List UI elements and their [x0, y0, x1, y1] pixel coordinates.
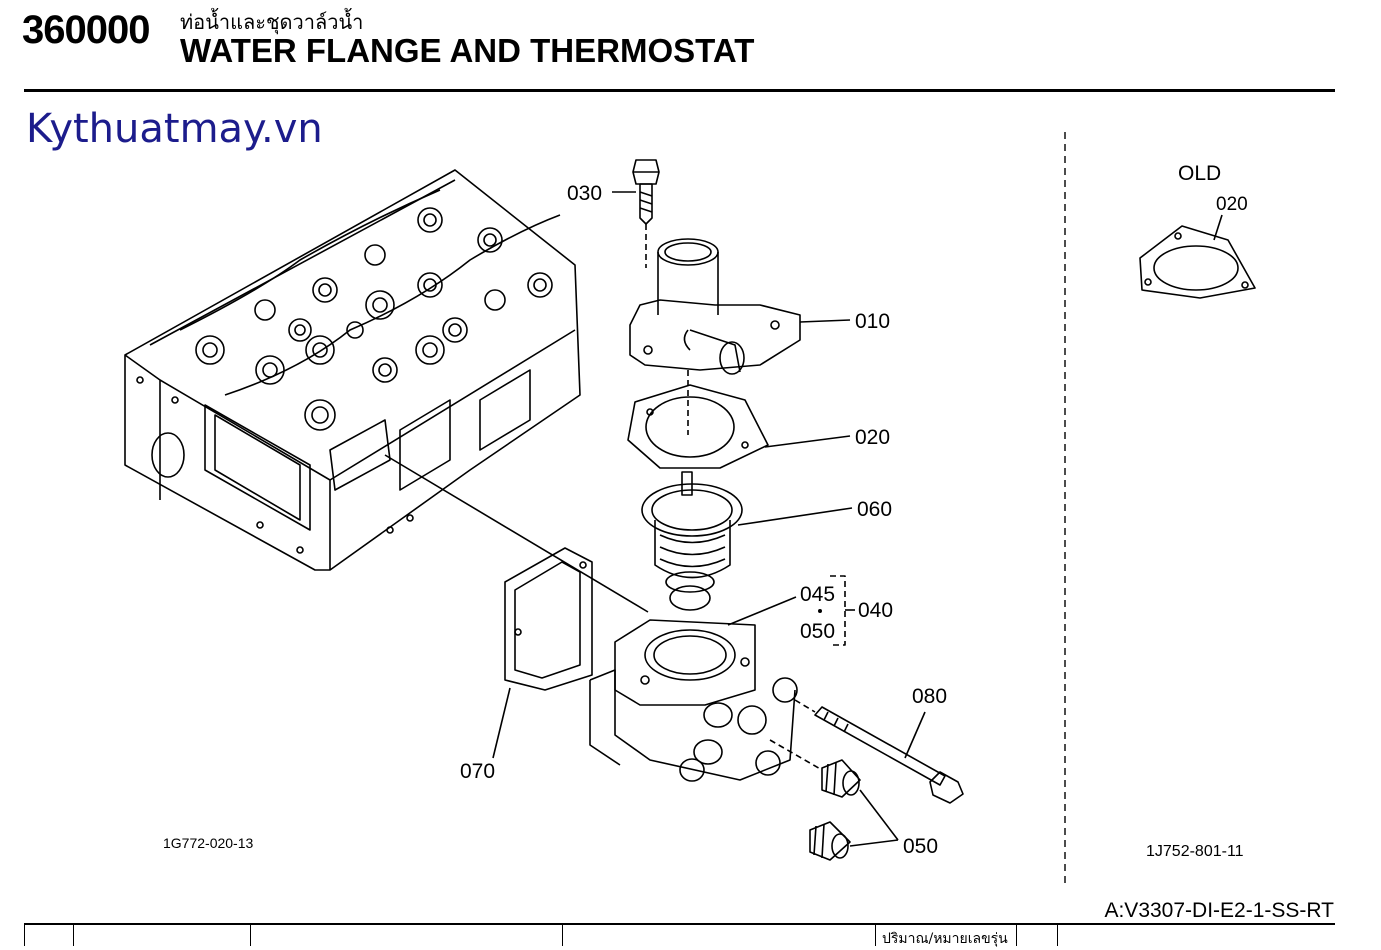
bolt-080 [794, 699, 964, 804]
old-figure-ref: 1J752-801-11 [1146, 843, 1244, 860]
table-col-line [24, 923, 25, 946]
old-section-label: OLD [1178, 162, 1221, 185]
watermark: Kythuatmay.vn [26, 106, 323, 152]
callout-070: 070 [460, 760, 495, 783]
model-code: A:V3307-DI-E2-1-SS-RT [1104, 899, 1334, 922]
gasket-070 [504, 547, 593, 691]
page-title: WATER FLANGE AND THERMOSTAT [180, 32, 755, 69]
table-col-line [73, 923, 74, 946]
callout-060: 060 [857, 498, 892, 521]
plug-050-upper [769, 739, 861, 798]
table-top-rule [24, 923, 1335, 925]
alignment-line [384, 454, 649, 613]
bolt-030 [632, 159, 660, 268]
callout-010: 010 [855, 310, 890, 333]
gasket-020 [627, 384, 769, 469]
main-figure-ref: 1G772-020-13 [163, 835, 254, 851]
qty-column-header: ปริมาณ/หมายเลขรุ่น [882, 931, 1008, 947]
table-col-line [875, 923, 876, 946]
thai-title: ท่อน้ำและชุดวาล์วน้ำ [180, 10, 364, 34]
callout-020: 020 [855, 426, 890, 449]
table-col-line [562, 923, 563, 946]
callout-old-020: 020 [1216, 194, 1248, 215]
header-rule [24, 89, 1335, 92]
water-flange-010 [629, 238, 801, 435]
callout-050-b: 050 [903, 835, 938, 858]
cylinder-head-drawing [124, 169, 581, 571]
table-col-line [250, 923, 251, 946]
callout-030: 030 [567, 182, 602, 205]
callout-040: 040 [858, 599, 893, 622]
callout-045: 045 [800, 583, 835, 606]
table-col-line [1057, 923, 1058, 946]
old-gasket-020 [1139, 214, 1256, 299]
plug-050-lower [809, 821, 851, 861]
callout-080: 080 [912, 685, 947, 708]
thermostat-housing-040 [589, 619, 798, 782]
callout-050-a: 050 [800, 620, 835, 643]
section-code: 360000 [22, 8, 150, 52]
thermostat-060 [641, 471, 743, 611]
table-col-line [1016, 923, 1017, 946]
